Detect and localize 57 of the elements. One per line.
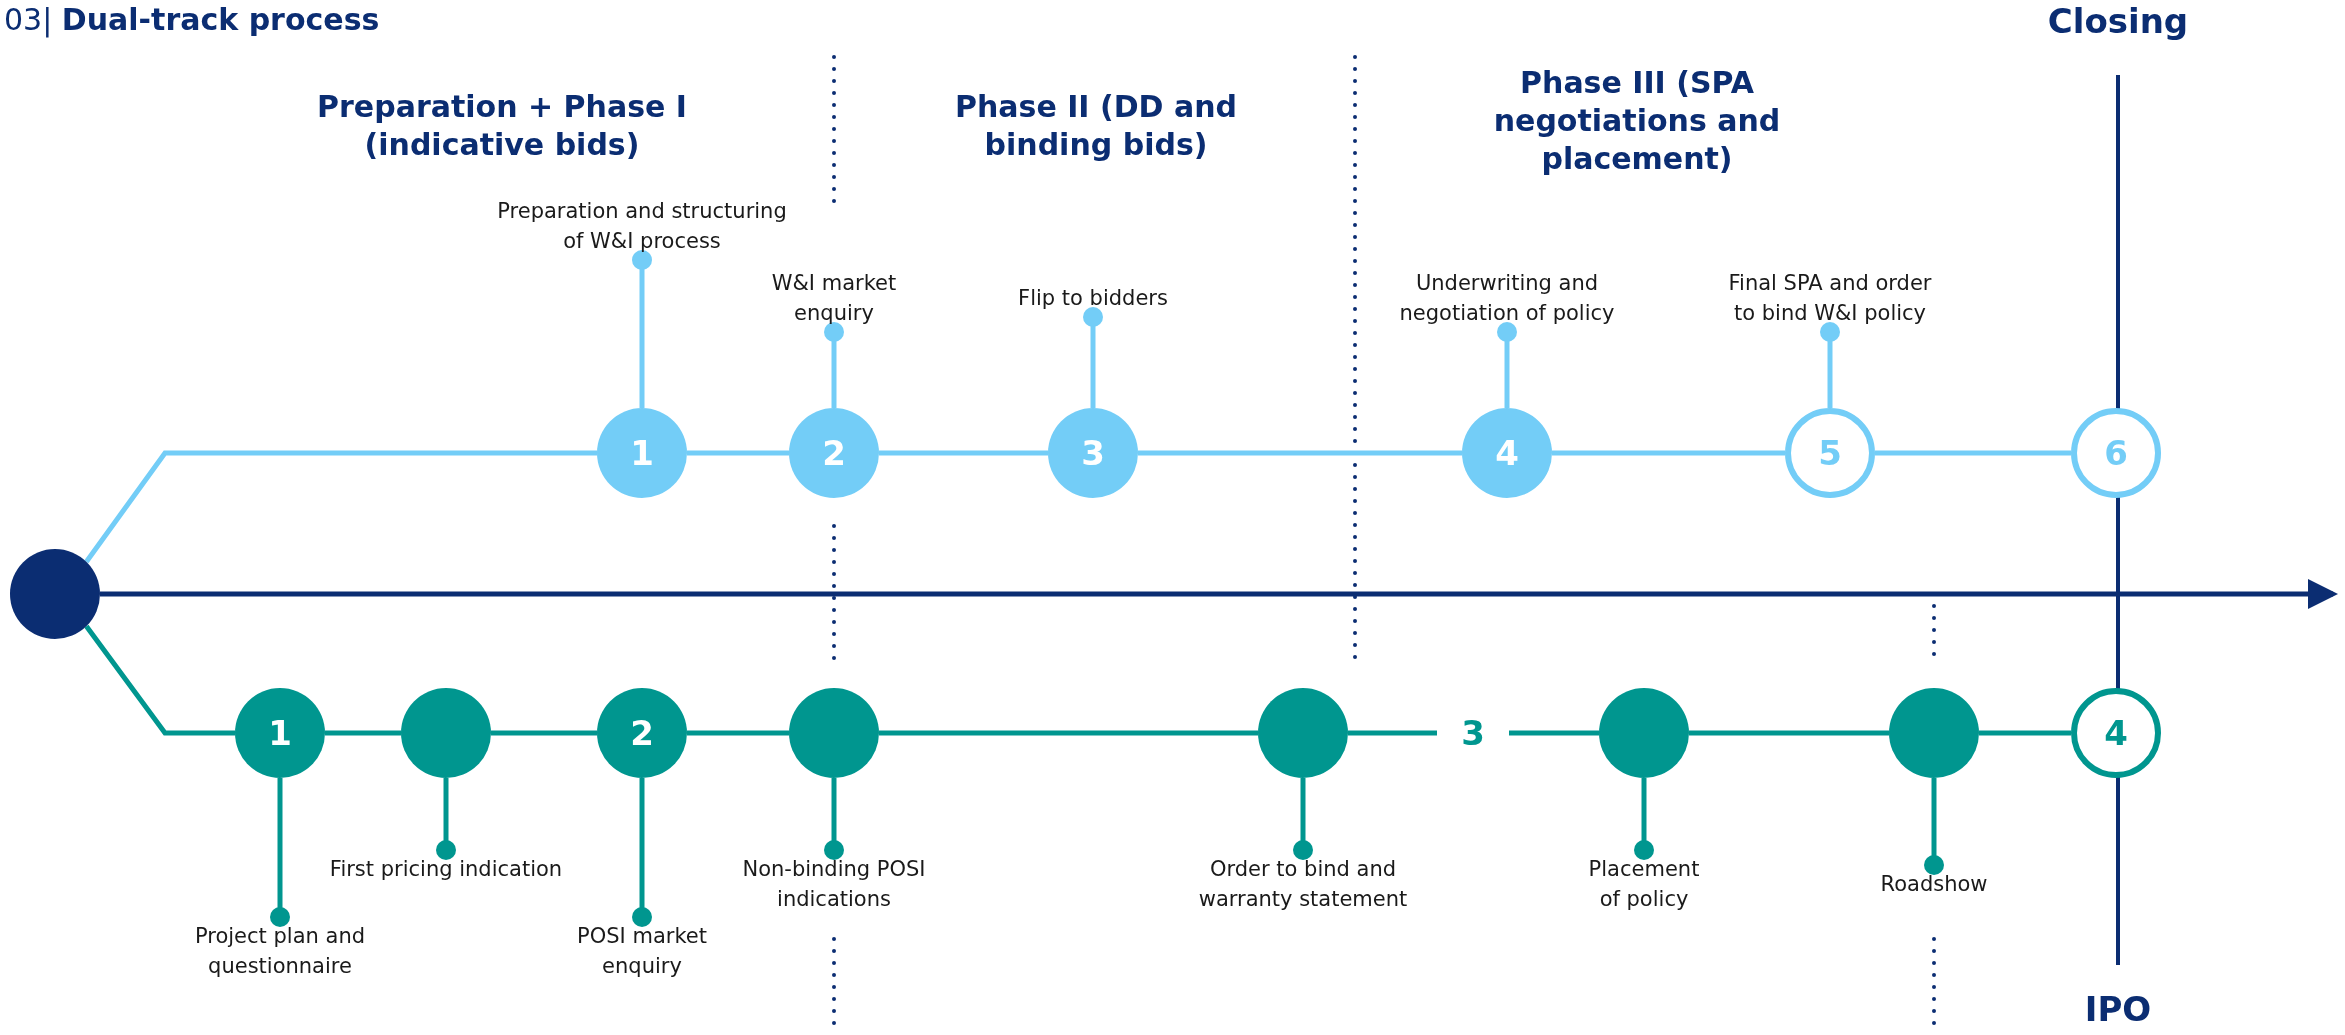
- connector-line: [84, 450, 597, 564]
- numbered-circle: 1: [597, 408, 687, 498]
- phase-heading: Phase III (SPA negotiations and placement): [1492, 64, 1782, 178]
- timeline-arrow: [100, 579, 2338, 609]
- step-label: Project plan and questionnaire: [180, 921, 380, 981]
- leader-line: [1820, 322, 1840, 408]
- numbered-circle: 3: [1048, 408, 1138, 498]
- title: 03| Dual-track process: [4, 2, 380, 37]
- step-label: Final SPA and order to bind W&I policy: [1717, 268, 1943, 328]
- step-number: 3: [1455, 709, 1491, 757]
- milestone-label: IPO: [2083, 990, 2153, 1028]
- step-label: Underwriting and negotiation of policy: [1377, 268, 1637, 328]
- numbered-circle: 4: [1462, 408, 1552, 498]
- leader-line: [824, 778, 844, 860]
- leader-line: [1293, 778, 1313, 860]
- connector-line: [1689, 730, 1889, 736]
- step-label: Order to bind and warranty statement: [1173, 854, 1433, 914]
- connector-line: [84, 624, 235, 736]
- numbered-circle: 2: [597, 688, 687, 778]
- leader-line: [632, 250, 652, 408]
- leader-line: [632, 778, 652, 927]
- connector-line: [687, 450, 789, 456]
- step-label: Placement of policy: [1579, 854, 1709, 914]
- step-label: Roadshow: [1834, 869, 2034, 899]
- numbered-circle: 5: [1785, 408, 1875, 498]
- connector-line: [687, 730, 789, 736]
- leader-line: [1634, 778, 1654, 860]
- step-label: Non-binding POSI indications: [739, 854, 929, 914]
- leader-line: [436, 778, 456, 860]
- milestone-label: Closing: [2046, 2, 2190, 40]
- numbered-circle: 1: [235, 688, 325, 778]
- connector-line: [879, 450, 1048, 456]
- numbered-circle: 6: [2071, 408, 2161, 498]
- connector-line: [1552, 450, 1785, 456]
- step-label: W&I market enquiry: [734, 268, 934, 328]
- phase-heading: Preparation + Phase I (indicative bids): [316, 88, 688, 164]
- step-label: Preparation and structuring of W&I process: [492, 196, 792, 256]
- step-label: Flip to bidders: [983, 283, 1203, 313]
- connector-line: [1138, 450, 1462, 456]
- leader-line: [824, 322, 844, 408]
- numbered-circle: 2: [789, 408, 879, 498]
- step-label: POSI market enquiry: [567, 921, 717, 981]
- connector-line: [1348, 730, 1437, 736]
- numbered-circle: 4: [2071, 688, 2161, 778]
- leader-line: [1083, 307, 1103, 408]
- connector-line: [491, 730, 597, 736]
- connector-line: [1509, 730, 1599, 736]
- leader-line: [1497, 322, 1517, 408]
- phase-heading: Phase II (DD and binding bids): [953, 88, 1238, 164]
- start-circle: [10, 549, 100, 639]
- step-label: First pricing indication: [316, 854, 576, 884]
- connector-line: [1979, 730, 2071, 736]
- connector-line: [325, 730, 401, 736]
- connector-line: [879, 730, 1258, 736]
- connector-line: [1875, 450, 2071, 456]
- leader-line: [270, 778, 290, 927]
- leader-line: [1924, 778, 1944, 875]
